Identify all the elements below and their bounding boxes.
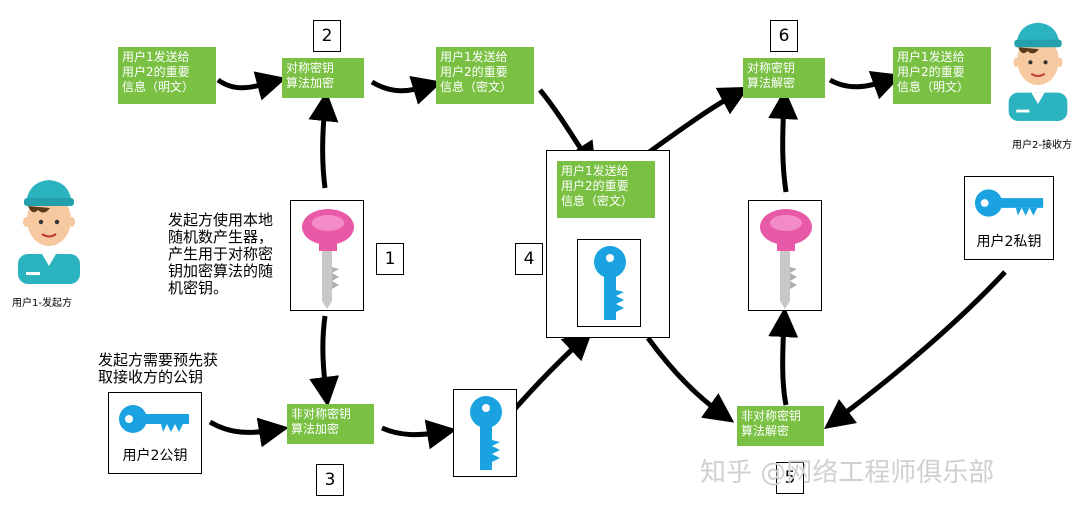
sender-avatar — [18, 180, 80, 284]
arrow-decrypt-to-plain — [828, 71, 903, 100]
receiver-avatar — [1008, 22, 1068, 121]
arrow-encrypt-to-cipher — [370, 75, 443, 105]
ciphertext-center-text: 用户1发送给 用户2的重要 信息（密文） — [561, 164, 634, 208]
encrypted-key-frame — [577, 239, 641, 327]
blue-key-icon — [470, 396, 502, 470]
private-key-box: 用户2私钥 — [964, 176, 1054, 260]
step-5: 5 — [776, 462, 804, 494]
receiver-label: 用户2-接收方 — [1012, 140, 1072, 151]
asymmetric-decrypt-text: 非对称密钥 算法解密 — [741, 409, 802, 438]
step-1: 1 — [376, 243, 404, 275]
step-6: 6 — [770, 20, 798, 52]
sender-label: 用户1-发起方 — [12, 298, 72, 309]
arrow-pinkkey-to-asym — [309, 315, 340, 407]
ciphertext-box-top: 用户1发送给 用户2的重要 信息（密文） — [436, 47, 534, 104]
get-pubkey-note: 发起方需要预先获 取接收方的公钥 — [98, 351, 219, 386]
arrow-center-to-decrypt — [643, 86, 750, 158]
arrow-bluekey-to-center — [510, 329, 593, 414]
arrow-privkey-to-asymdecrypt — [824, 270, 1007, 430]
plaintext-box-left: 用户1发送给 用户2的重要 信息（明文） — [118, 47, 216, 104]
blue-key-icon — [594, 246, 626, 320]
public-key-box: 用户2公钥 — [108, 392, 202, 474]
random-key-note: 发起方使用本地 随机数产生器， 产生用于对称密 钥加密算法的随 机密钥。 — [168, 211, 274, 297]
asymmetric-encrypt-box: 非对称密钥 算法加密 — [287, 404, 374, 444]
asymmetric-decrypt-box: 非对称密钥 算法解密 — [737, 406, 824, 446]
symmetric-key-frame-right — [748, 200, 822, 311]
plaintext-right-text: 用户1发送给 用户2的重要 信息（明文） — [897, 50, 970, 94]
step-3: 3 — [316, 464, 344, 496]
symmetric-encrypt-box: 对称密钥 算法加密 — [282, 58, 364, 98]
asymmetric-encrypt-text: 非对称密钥 算法加密 — [291, 407, 352, 436]
symmetric-encrypt-text: 对称密钥 算法加密 — [286, 61, 335, 90]
blue-key-icon — [119, 405, 189, 433]
step-4: 4 — [515, 243, 543, 275]
encrypted-key-frame-bottom — [453, 389, 517, 477]
arrow-pinkkey-to-encrypt — [308, 91, 339, 189]
ciphertext-top-text: 用户1发送给 用户2的重要 信息（密文） — [440, 50, 513, 94]
arrow-asymdecrypt-to-pinkkey — [768, 307, 799, 406]
symmetric-decrypt-box: 对称密钥 算法解密 — [743, 58, 825, 98]
arrow-asym-to-bluekey — [380, 419, 457, 450]
plaintext-box-right: 用户1发送给 用户2的重要 信息（明文） — [893, 47, 991, 104]
arrow-pubkey-to-asym — [208, 417, 289, 448]
plaintext-left-text: 用户1发送给 用户2的重要 信息（明文） — [122, 50, 195, 94]
symmetric-key-frame-left — [290, 200, 364, 311]
step-2: 2 — [313, 20, 341, 52]
symmetric-decrypt-text: 对称密钥 算法解密 — [747, 61, 796, 90]
pink-key-icon — [302, 209, 354, 309]
arrow-center-to-asymdecrypt — [645, 336, 735, 423]
arrow-pinkkey2-to-decrypt — [768, 89, 799, 193]
arrow-plain-to-encrypt — [216, 71, 287, 101]
private-key-label: 用户2私钥 — [976, 234, 1042, 250]
public-key-label: 用户2公钥 — [122, 448, 188, 464]
watermark: 知乎 @网络工程师俱乐部 — [700, 458, 995, 488]
ciphertext-box-center: 用户1发送给 用户2的重要 信息（密文） — [557, 161, 655, 218]
pink-key-icon — [760, 209, 812, 309]
blue-key-icon — [974, 189, 1044, 217]
